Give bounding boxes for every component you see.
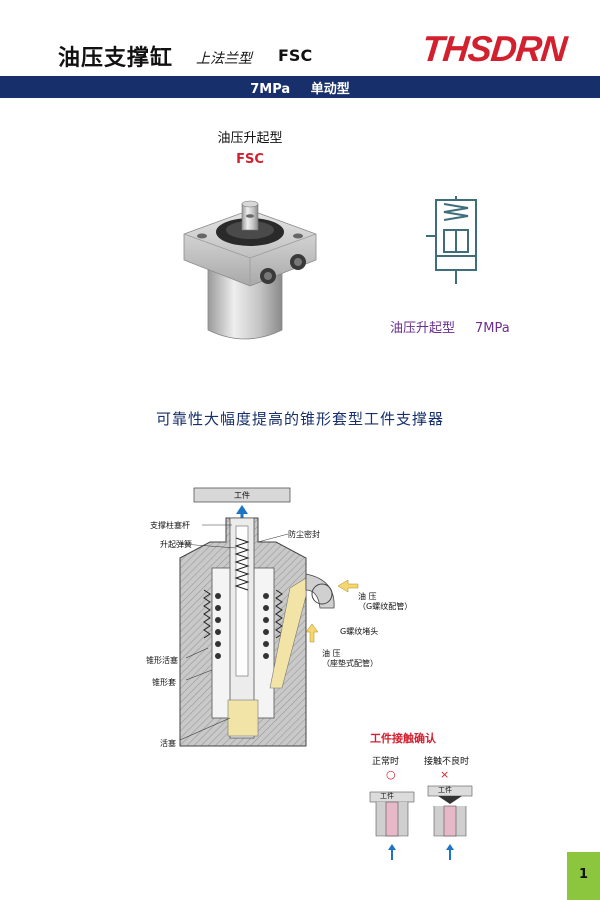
contact-bad-label: 接触不良时 xyxy=(424,757,470,767)
contact-normal-workpiece: 工件 xyxy=(380,792,394,800)
symbol-caption-pressure: 7MPa xyxy=(475,321,510,336)
page-number-box xyxy=(567,852,600,900)
contact-title: 工件接触确认 xyxy=(370,732,436,745)
product-name: 油压升起型 xyxy=(217,131,283,146)
headline: 可靠性大幅度提高的锥形套型工件支撑器 xyxy=(155,410,444,428)
label-support-rod: 支撑柱塞杆 xyxy=(150,521,190,530)
contact-normal-label: 正常时 xyxy=(372,757,400,767)
spec-bar-text: 7MPa 单动型 xyxy=(0,78,600,97)
hydraulic-symbol-icon xyxy=(426,196,477,284)
spec-type: 单动型 xyxy=(310,82,350,97)
workpiece-plate xyxy=(193,487,291,503)
symbol-caption-name: 油压升起型 xyxy=(390,321,456,336)
product-photo xyxy=(183,200,317,340)
symbol-caption: 油压升起型 7MPa xyxy=(390,317,510,336)
label-oil-pressure-g-note: （G螺纹配管） xyxy=(358,602,413,611)
label-oil-pressure-pad: 油 压 （座垫式配管） xyxy=(322,649,378,669)
page-title: 油压支撑缸 xyxy=(58,46,174,71)
label-workpiece: 工件 xyxy=(234,491,250,500)
label-g-plug: G螺纹堵头 xyxy=(340,627,379,636)
label-oil-pressure-pad-title: 油 压 xyxy=(322,649,341,658)
cross-section-diagram xyxy=(179,487,359,747)
product-code: FSC xyxy=(236,152,264,167)
bad-mark: × xyxy=(440,768,450,781)
label-oil-pressure-g: 油 压 （G螺纹配管） xyxy=(358,592,412,612)
label-piston: 活塞 xyxy=(160,739,176,748)
page-subtitle: 上法兰型 xyxy=(196,51,252,67)
spec-bar xyxy=(0,76,600,98)
spec-pressure: 7MPa xyxy=(250,82,291,97)
label-lift-spring: 升起弹簧 xyxy=(160,540,192,549)
label-cone-sleeve: 锥形套 xyxy=(152,678,176,687)
label-oil-pressure-pad-note: （座垫式配管） xyxy=(322,659,378,668)
brand-logo: THSDRN xyxy=(419,28,569,69)
page-number: 1 xyxy=(578,867,589,882)
normal-mark: ○ xyxy=(386,768,396,781)
label-cone-piston: 锥形活塞 xyxy=(146,656,178,665)
label-oil-pressure-g-title: 油 压 xyxy=(358,592,377,601)
contact-diagrams xyxy=(369,785,473,860)
contact-bad-workpiece: 工件 xyxy=(438,786,452,794)
model-code: FSC xyxy=(278,46,313,65)
label-dust-seal: 防尘密封 xyxy=(288,530,320,539)
